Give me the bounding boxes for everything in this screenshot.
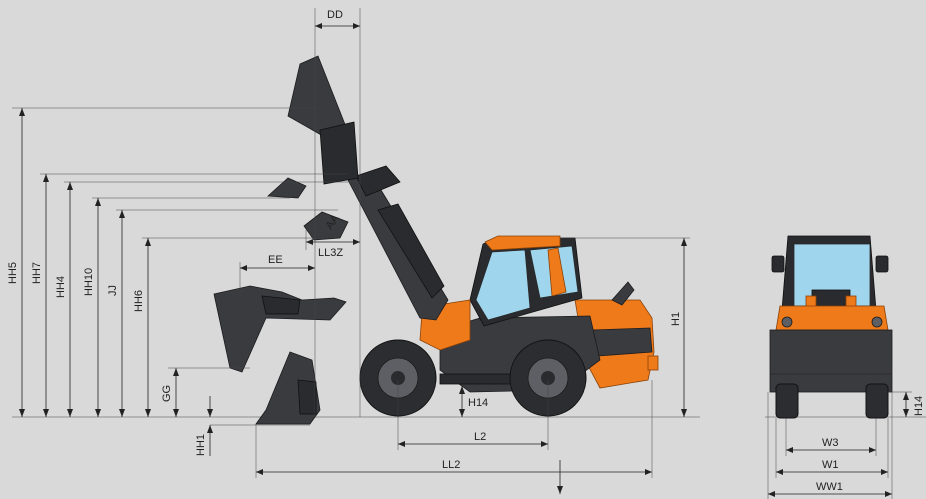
cab-roof: [484, 235, 561, 251]
front-bucket: [769, 329, 893, 393]
label-h14-side: H14: [468, 397, 488, 409]
bucket-hh7: [267, 177, 307, 199]
label-w3: W3: [822, 437, 839, 449]
label-h1: H1: [670, 312, 682, 326]
bucket-positions: [213, 55, 359, 425]
label-w1: W1: [822, 459, 839, 471]
label-hh10: HH10: [83, 268, 95, 296]
label-ww1: WW1: [816, 481, 843, 493]
label-gg: GG: [161, 385, 173, 402]
label-jj: JJ: [107, 285, 119, 296]
label-l2: L2: [474, 431, 486, 443]
label-hh6: HH6: [133, 290, 145, 312]
label-hh7: HH7: [31, 262, 43, 284]
label-hh1: HH1: [195, 434, 207, 456]
front-view-wheel-left: [775, 383, 799, 419]
label-ee: EE: [268, 254, 283, 266]
label-ll3z: LL3Z: [318, 247, 343, 259]
label-h14-front: H14: [913, 396, 925, 416]
label-hh4: HH4: [55, 276, 67, 298]
loader-front-view: [769, 235, 893, 419]
label-dd: DD: [327, 9, 343, 21]
loader-side-view: [347, 165, 659, 417]
front-view-wheel-right: [865, 383, 889, 419]
dimension-lines: [12, 8, 912, 499]
bucket-mid: [213, 285, 347, 373]
label-hh5: HH5: [7, 262, 19, 284]
boom-arm: [347, 171, 449, 321]
dimension-text-labels: DD HH5 HH7 HH4 HH10 JJ HH6 GG HH1 EE LL3…: [7, 9, 925, 493]
label-ll2: LL2: [442, 459, 460, 471]
cab-window-front: [475, 249, 531, 321]
